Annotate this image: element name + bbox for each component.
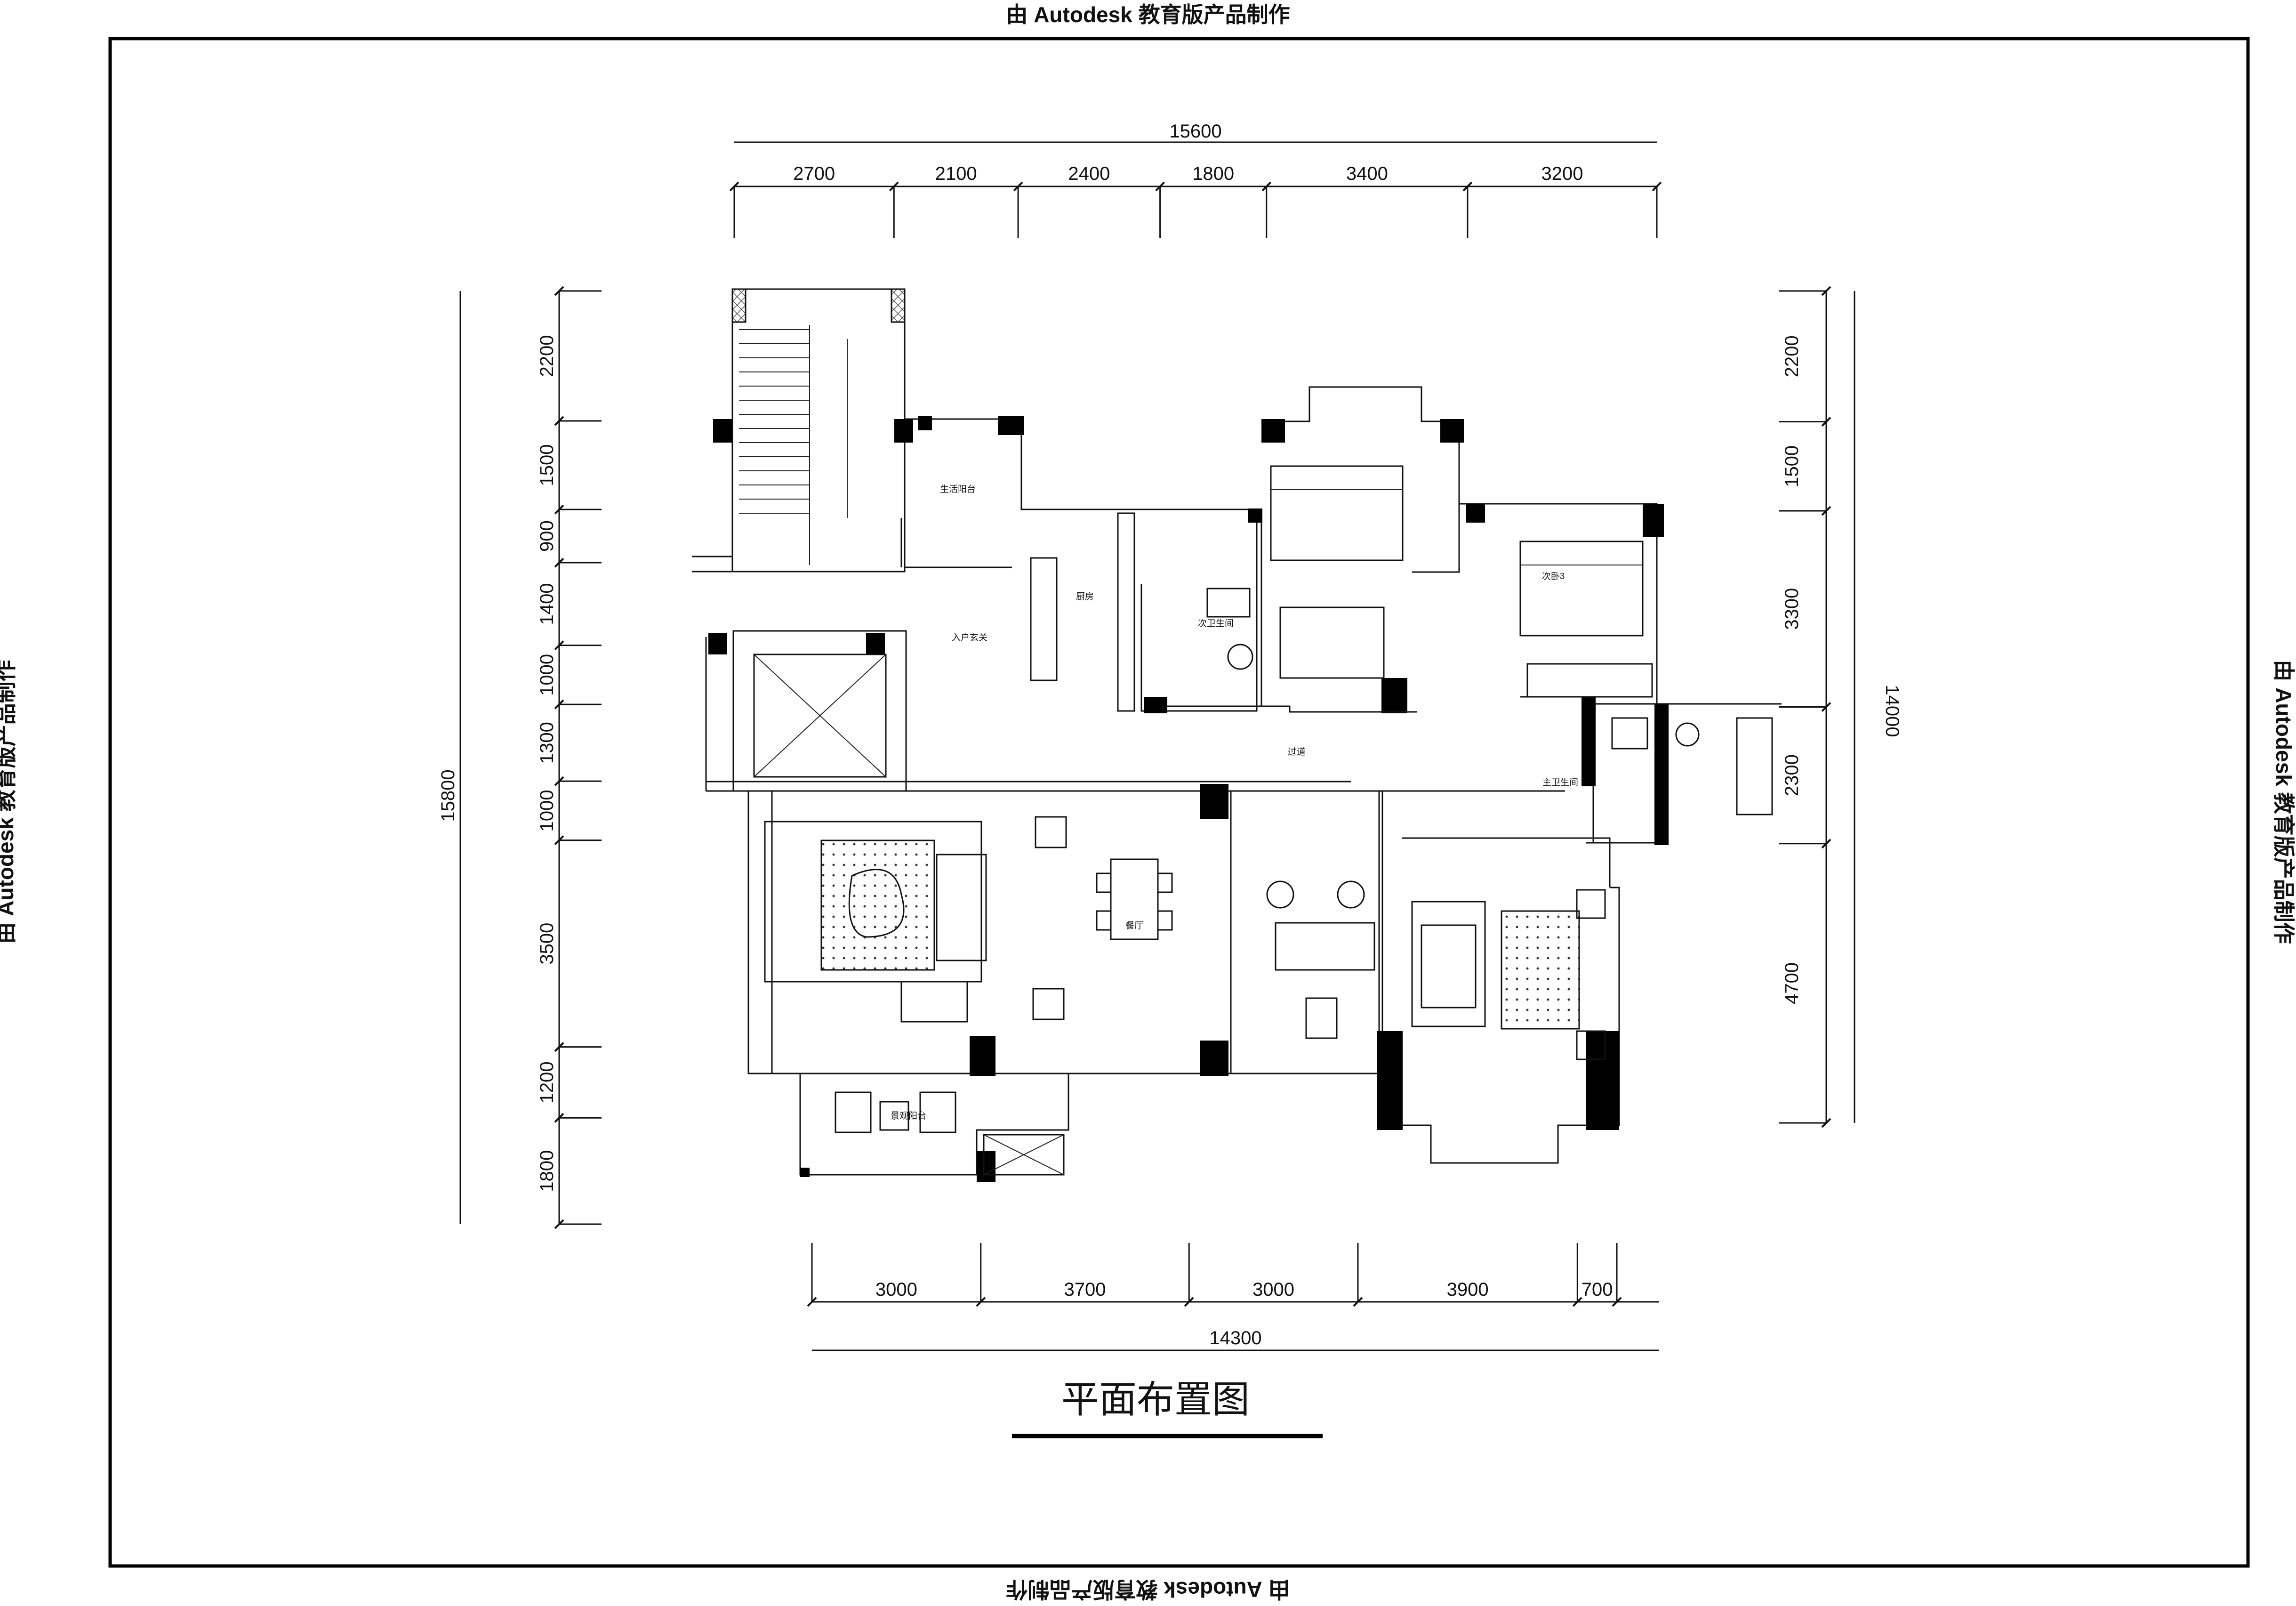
sheet-border [108, 37, 2250, 1568]
dim-left-segment-1: 1500 [537, 444, 557, 486]
label-secondary-bath: 次卫生间 [1198, 618, 1234, 629]
watermark-top: 由 Autodesk 教育版产品制作 [1006, 2, 1290, 27]
label-bedroom3: 次卧3 [1542, 571, 1565, 581]
dim-right-segment-4: 4700 [1782, 962, 1802, 1004]
dim-bottom-segment-3: 3900 [1447, 1279, 1489, 1300]
dim-top-segment-0: 2700 [793, 163, 835, 184]
dim-left-segment-4: 1000 [537, 654, 557, 696]
dim-right-segment-3: 2300 [1782, 754, 1802, 796]
dim-left-segment-6: 1000 [537, 790, 557, 831]
dim-right-segment-1: 1500 [1782, 445, 1802, 487]
dim-right-segment-2: 3300 [1782, 588, 1802, 630]
dim-left-segment-9: 1800 [537, 1150, 557, 1192]
label-kitchen: 厨房 [1076, 591, 1094, 602]
dimension-right: 14000 2200 1500 3300 2300 4700 [1779, 286, 1903, 1128]
label-utility-balcony: 生活阳台 [940, 484, 976, 494]
dim-bottom-segment-4: 700 [1582, 1279, 1613, 1300]
dim-top-segment-5: 3200 [1541, 163, 1583, 184]
dimension-bottom: 14300 3000 3700 3000 3900 700 [807, 1243, 1659, 1351]
dim-left-segment-7: 3500 [537, 923, 557, 965]
dim-bottom-segment-2: 3000 [1252, 1279, 1294, 1300]
label-entrance: 入户玄关 [952, 632, 987, 643]
dim-bottom-segment-0: 3000 [875, 1279, 917, 1300]
dim-bottom-segment-1: 3700 [1064, 1279, 1106, 1300]
dim-left-segment-0: 2200 [537, 335, 557, 377]
dim-top-segment-2: 2400 [1068, 163, 1110, 184]
dim-left-segment-2: 900 [537, 520, 557, 552]
dimension-left: 15800 2200 1500 900 1400 1000 1300 1000 3500 120… [438, 286, 602, 1229]
dim-left-segment-8: 1200 [537, 1061, 557, 1103]
dim-right-segment-0: 2200 [1782, 335, 1802, 377]
dim-top-segment-3: 1800 [1192, 163, 1234, 184]
dim-top-segment-4: 3400 [1346, 163, 1388, 184]
dim-left-segment-3: 1400 [537, 583, 557, 625]
dimension-top: 15600 2700 2100 2400 1800 3400 3200 [729, 121, 1662, 238]
label-living-balcony: 景观阳台 [891, 1111, 926, 1121]
furniture [739, 325, 1773, 1176]
watermark-bottom: 由 Autodesk 教育版产品制作 [1006, 1577, 1290, 1602]
watermark-right: 由 Autodesk 教育版产品制作 [2272, 660, 2296, 944]
dim-left-segment-5: 1300 [537, 722, 557, 764]
label-master-bath: 主卫生间 [1542, 777, 1578, 788]
dim-top-segment-1: 2100 [935, 163, 977, 184]
room-labels: 生活阳台 厨房 入户玄关 次卫生间 过道 主卫生间 次卧3 餐厅 景观阳台 [891, 484, 1578, 1121]
walls [692, 288, 1782, 1182]
dim-left-total: 15800 [438, 769, 458, 822]
drawing-title: 平面布置图 [1061, 1378, 1250, 1421]
label-corridor: 过道 [1288, 747, 1306, 757]
label-dining: 餐厅 [1125, 920, 1143, 931]
dim-right-total: 14000 [1882, 685, 1903, 737]
dim-top-total: 15600 [1169, 121, 1221, 142]
dim-bottom-total: 14300 [1209, 1328, 1261, 1348]
watermark-left: 由 Autodesk 教育版产品制作 [0, 660, 18, 944]
